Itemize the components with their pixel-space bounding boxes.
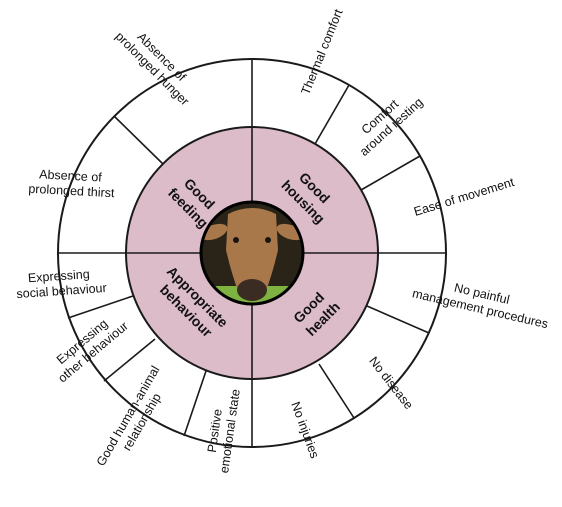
criterion-positive-emotional-state: Positive emotional state bbox=[202, 386, 243, 474]
photo-ring bbox=[199, 200, 305, 306]
subdivider bbox=[103, 338, 156, 382]
subdivider bbox=[360, 155, 421, 191]
subdivider bbox=[67, 295, 134, 319]
criterion-no-injuries: No injuries bbox=[288, 400, 321, 460]
criterion-good-human-animal-relationship: Good human-animal relationship bbox=[94, 360, 177, 476]
subdivider bbox=[183, 370, 207, 437]
subdivider bbox=[318, 363, 355, 419]
criterion-absence-of-prolonged-hunger: Absence of prolonged hunger bbox=[113, 19, 203, 109]
criterion-ease-of-movement: Ease of movement bbox=[412, 175, 516, 219]
criterion-thermal-comfort: Thermal comfort bbox=[298, 7, 345, 97]
criterion-expressing-other-behaviour: Expressing other behaviour bbox=[46, 307, 131, 385]
subdivider bbox=[113, 115, 164, 165]
subdivider bbox=[314, 84, 350, 145]
subdivider bbox=[366, 305, 430, 334]
criterion-expressing-social-behaviour: Expressing social behaviour bbox=[15, 266, 107, 301]
criterion-absence-of-prolonged-thirst: Absence of prolonged thirst bbox=[28, 167, 116, 200]
